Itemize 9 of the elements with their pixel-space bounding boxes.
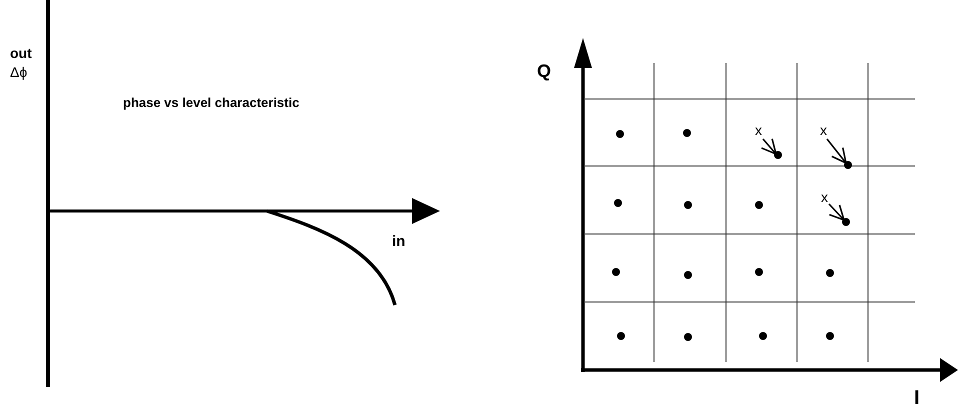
axis-label: I [914, 388, 920, 407]
axis-label: in [392, 234, 406, 249]
axis-label: Q [537, 62, 552, 80]
chart-title: phase vs level characteristic [123, 96, 300, 109]
axis-label: out [10, 46, 32, 60]
axis-label: Δϕ [10, 65, 28, 79]
ideal-point-mark: x [821, 190, 828, 204]
ideal-point-mark: x [755, 123, 762, 137]
ideal-point-mark: x [820, 123, 827, 137]
